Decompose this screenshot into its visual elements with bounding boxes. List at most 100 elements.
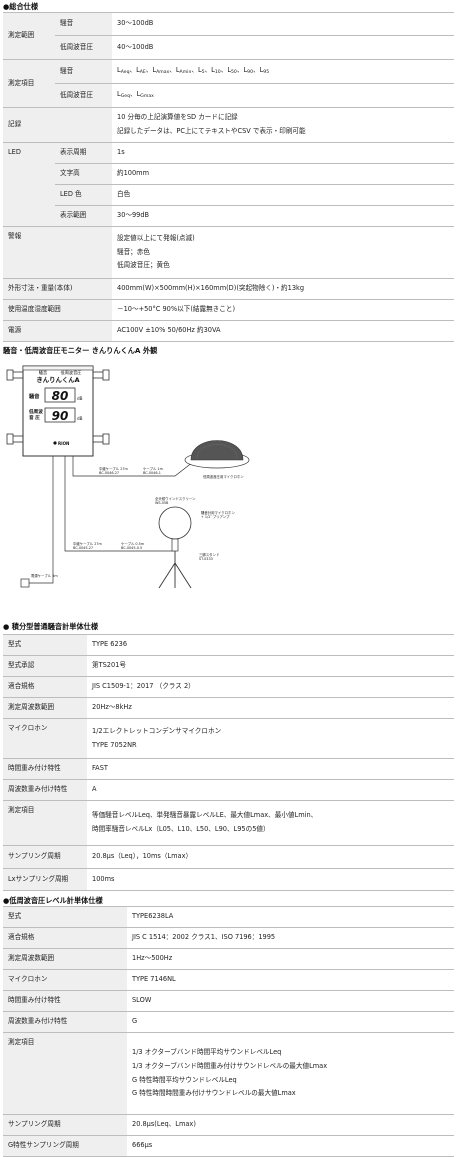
noise-display-label: 騒音	[29, 392, 40, 400]
spec-value: 等価騒音レベルLeq、単発騒音暴露レベルLE、最大値Lmax、最小値Lmin、時…	[87, 800, 454, 846]
spec-value-line: 1/2エレクトレットコンデンサマイクロホン	[92, 726, 222, 735]
measure-item: L10	[211, 66, 221, 76]
measure-item: LGeq	[117, 90, 130, 100]
spec-value-line: 設定値以上にて発報(点滅)	[117, 234, 195, 243]
spec-label: 外形寸法・重量(本体)	[3, 278, 112, 300]
table-row: 文字高 約100mm	[3, 163, 454, 185]
spec-value-line: TYPE6238LA	[132, 912, 174, 921]
spec-label: 測定範囲	[3, 12, 55, 60]
measure-item: LAE	[136, 66, 146, 76]
spec-value-line: 1/3 オクターブバンド時間平均サウンドレベルLeq	[132, 1048, 282, 1057]
noise-display	[44, 387, 76, 403]
table-row: 低周波音圧 LGeq、LGmax	[3, 83, 454, 108]
spec-value-line: 100ms	[92, 874, 115, 883]
spec-value: TYPE 7146NL	[127, 969, 454, 991]
spec-value: 20.8μs(Leq、Lmax)	[127, 1114, 454, 1136]
lf-display-label-1: 低周波	[28, 408, 43, 415]
table-row: 外形寸法・重量(本体) 400mm(W)×500mm(H)×160mm(D)(突…	[3, 278, 454, 300]
spec-value-line: TYPE 7146NL	[132, 975, 176, 984]
spec-value: 1s	[112, 142, 454, 164]
spec-value: G	[127, 1011, 454, 1033]
spec-value: 30～99dB	[112, 205, 454, 227]
spec-value-line: 20.8μs(Leq、Lmax)	[132, 1120, 196, 1129]
table-row: 測定項目 騒音 LAeq、LAE、LAmax、LAmin、L5、L10、L50、…	[3, 59, 454, 108]
spec-label: 時間重み付け特性	[3, 758, 87, 780]
spec-value-line: G 特性時間平均サウンドレベルLeq	[132, 1075, 237, 1084]
table-row: 表示範囲 30～99dB	[3, 205, 454, 227]
spec-value-line: 20Hz～8kHz	[92, 703, 132, 712]
measure-item: L90	[243, 66, 253, 76]
measure-item: LAmax	[152, 66, 170, 76]
lf-mic-label: 低周波音圧用マイクロホン	[203, 474, 244, 479]
panel-top-right-label: 低周波音圧	[61, 369, 82, 376]
spec-label: 電源	[3, 320, 112, 342]
general-spec-title: ●総合仕様	[3, 2, 39, 11]
spec-value-line: 第TS201号	[92, 661, 126, 670]
lf-microphone	[184, 440, 250, 469]
spec-label: LED	[3, 142, 55, 227]
spec-value: 1/3 オクターブバンド時間平均サウンドレベルLeq 1/3 オクターブバンド時間…	[127, 1032, 454, 1115]
table-row: LED 色 白色	[3, 184, 454, 206]
spec-value-line: 低周波音圧；黄色	[117, 261, 170, 270]
spec-value: A	[87, 779, 454, 801]
spec-value-line: TYPE 6236	[92, 640, 128, 649]
panel-product-name: きんりんくんA	[36, 375, 79, 384]
spec-value: 20Hz～8kHz	[87, 697, 454, 719]
measure-item: L50	[227, 66, 237, 76]
lf-display-value: 90	[52, 409, 69, 423]
spec-label: 適合規格	[3, 676, 87, 698]
spec-sublabel: 騒音	[55, 59, 112, 84]
spec-label: 測定項目	[3, 800, 87, 846]
measure-item: LAmin	[175, 66, 192, 76]
table-row: 低周波音圧 40～100dB	[3, 35, 454, 60]
spec-label: 適合規格	[3, 927, 127, 949]
spec-value-line: G 特性時間時間重み付けサウンドレベルの最大値Lmax	[132, 1089, 296, 1098]
noise-display-value: 80	[52, 389, 69, 403]
spec-sublabel: 騒音	[55, 12, 112, 36]
spec-label: 測定周波数範囲	[3, 948, 127, 970]
lf-items-list: LGeq、LGmax	[112, 83, 454, 108]
spec-value: 白色	[112, 184, 454, 206]
spec-value: AC100V ±10% 50/60Hz 約30VA	[112, 320, 454, 342]
spec-value: JIS C1509-1：2017 （クラス 2）	[87, 676, 454, 698]
spec-value-line: 1/3 オクターブバンド時間重み付けサウンドレベルの最大値Lmax	[132, 1061, 328, 1070]
spec-sublabel: 低周波音圧	[55, 83, 112, 108]
spec-value: 666μs	[127, 1135, 454, 1157]
spec-label: サンプリング周期	[3, 1114, 127, 1136]
power-plug-icon	[20, 578, 30, 588]
power-cable-label: 電源ケーブル 5m	[31, 573, 58, 578]
spec-label: 測定項目	[3, 59, 55, 108]
measure-item: L5	[197, 66, 205, 76]
spec-label: 警報	[3, 226, 112, 279]
table-row: 測定項目等価騒音レベルLeq、単発騒音暴露レベルLE、最大値Lmax、最小値Lm…	[3, 800, 454, 846]
spec-value: 40～100dB	[112, 35, 454, 60]
spec-label: 型式	[3, 906, 127, 928]
spec-value: 1Hz～500Hz	[127, 948, 454, 970]
spec-label: マイクロホン	[3, 718, 87, 759]
spec-value: TYPE 6236	[87, 634, 454, 656]
spec-value: TYPE6238LA	[127, 906, 454, 928]
spec-value: 10 分毎の上記演算値をSD カードに記録 記録したデータは、PC上にてテキスト…	[112, 107, 454, 143]
table-row: 記録 10 分毎の上記演算値をSD カードに記録 記録したデータは、PC上にてテ…	[3, 107, 454, 143]
spec-value: JIS C 1514：2002 クラス1、ISO 7196：1995	[127, 927, 454, 949]
lf-display-label-2: 音 圧	[29, 414, 40, 421]
measure-item: LAeq	[117, 66, 130, 76]
spec-sublabel: 表示周期	[55, 142, 112, 164]
product-diagram: 騒音 低周波音圧 きんりんくんA 騒音 80 dB 低周波 音 圧 90 dB …	[6, 365, 250, 589]
spec-value: 100ms	[87, 868, 454, 891]
spec-label: 使用温度湿度範囲	[3, 299, 112, 321]
spec-value: 20.8μs（Leq），10ms（Lmax）	[87, 845, 454, 869]
spec-value-line: 記録したデータは、PC上にてテキストやCSV で表示・印刷可能	[117, 127, 306, 135]
